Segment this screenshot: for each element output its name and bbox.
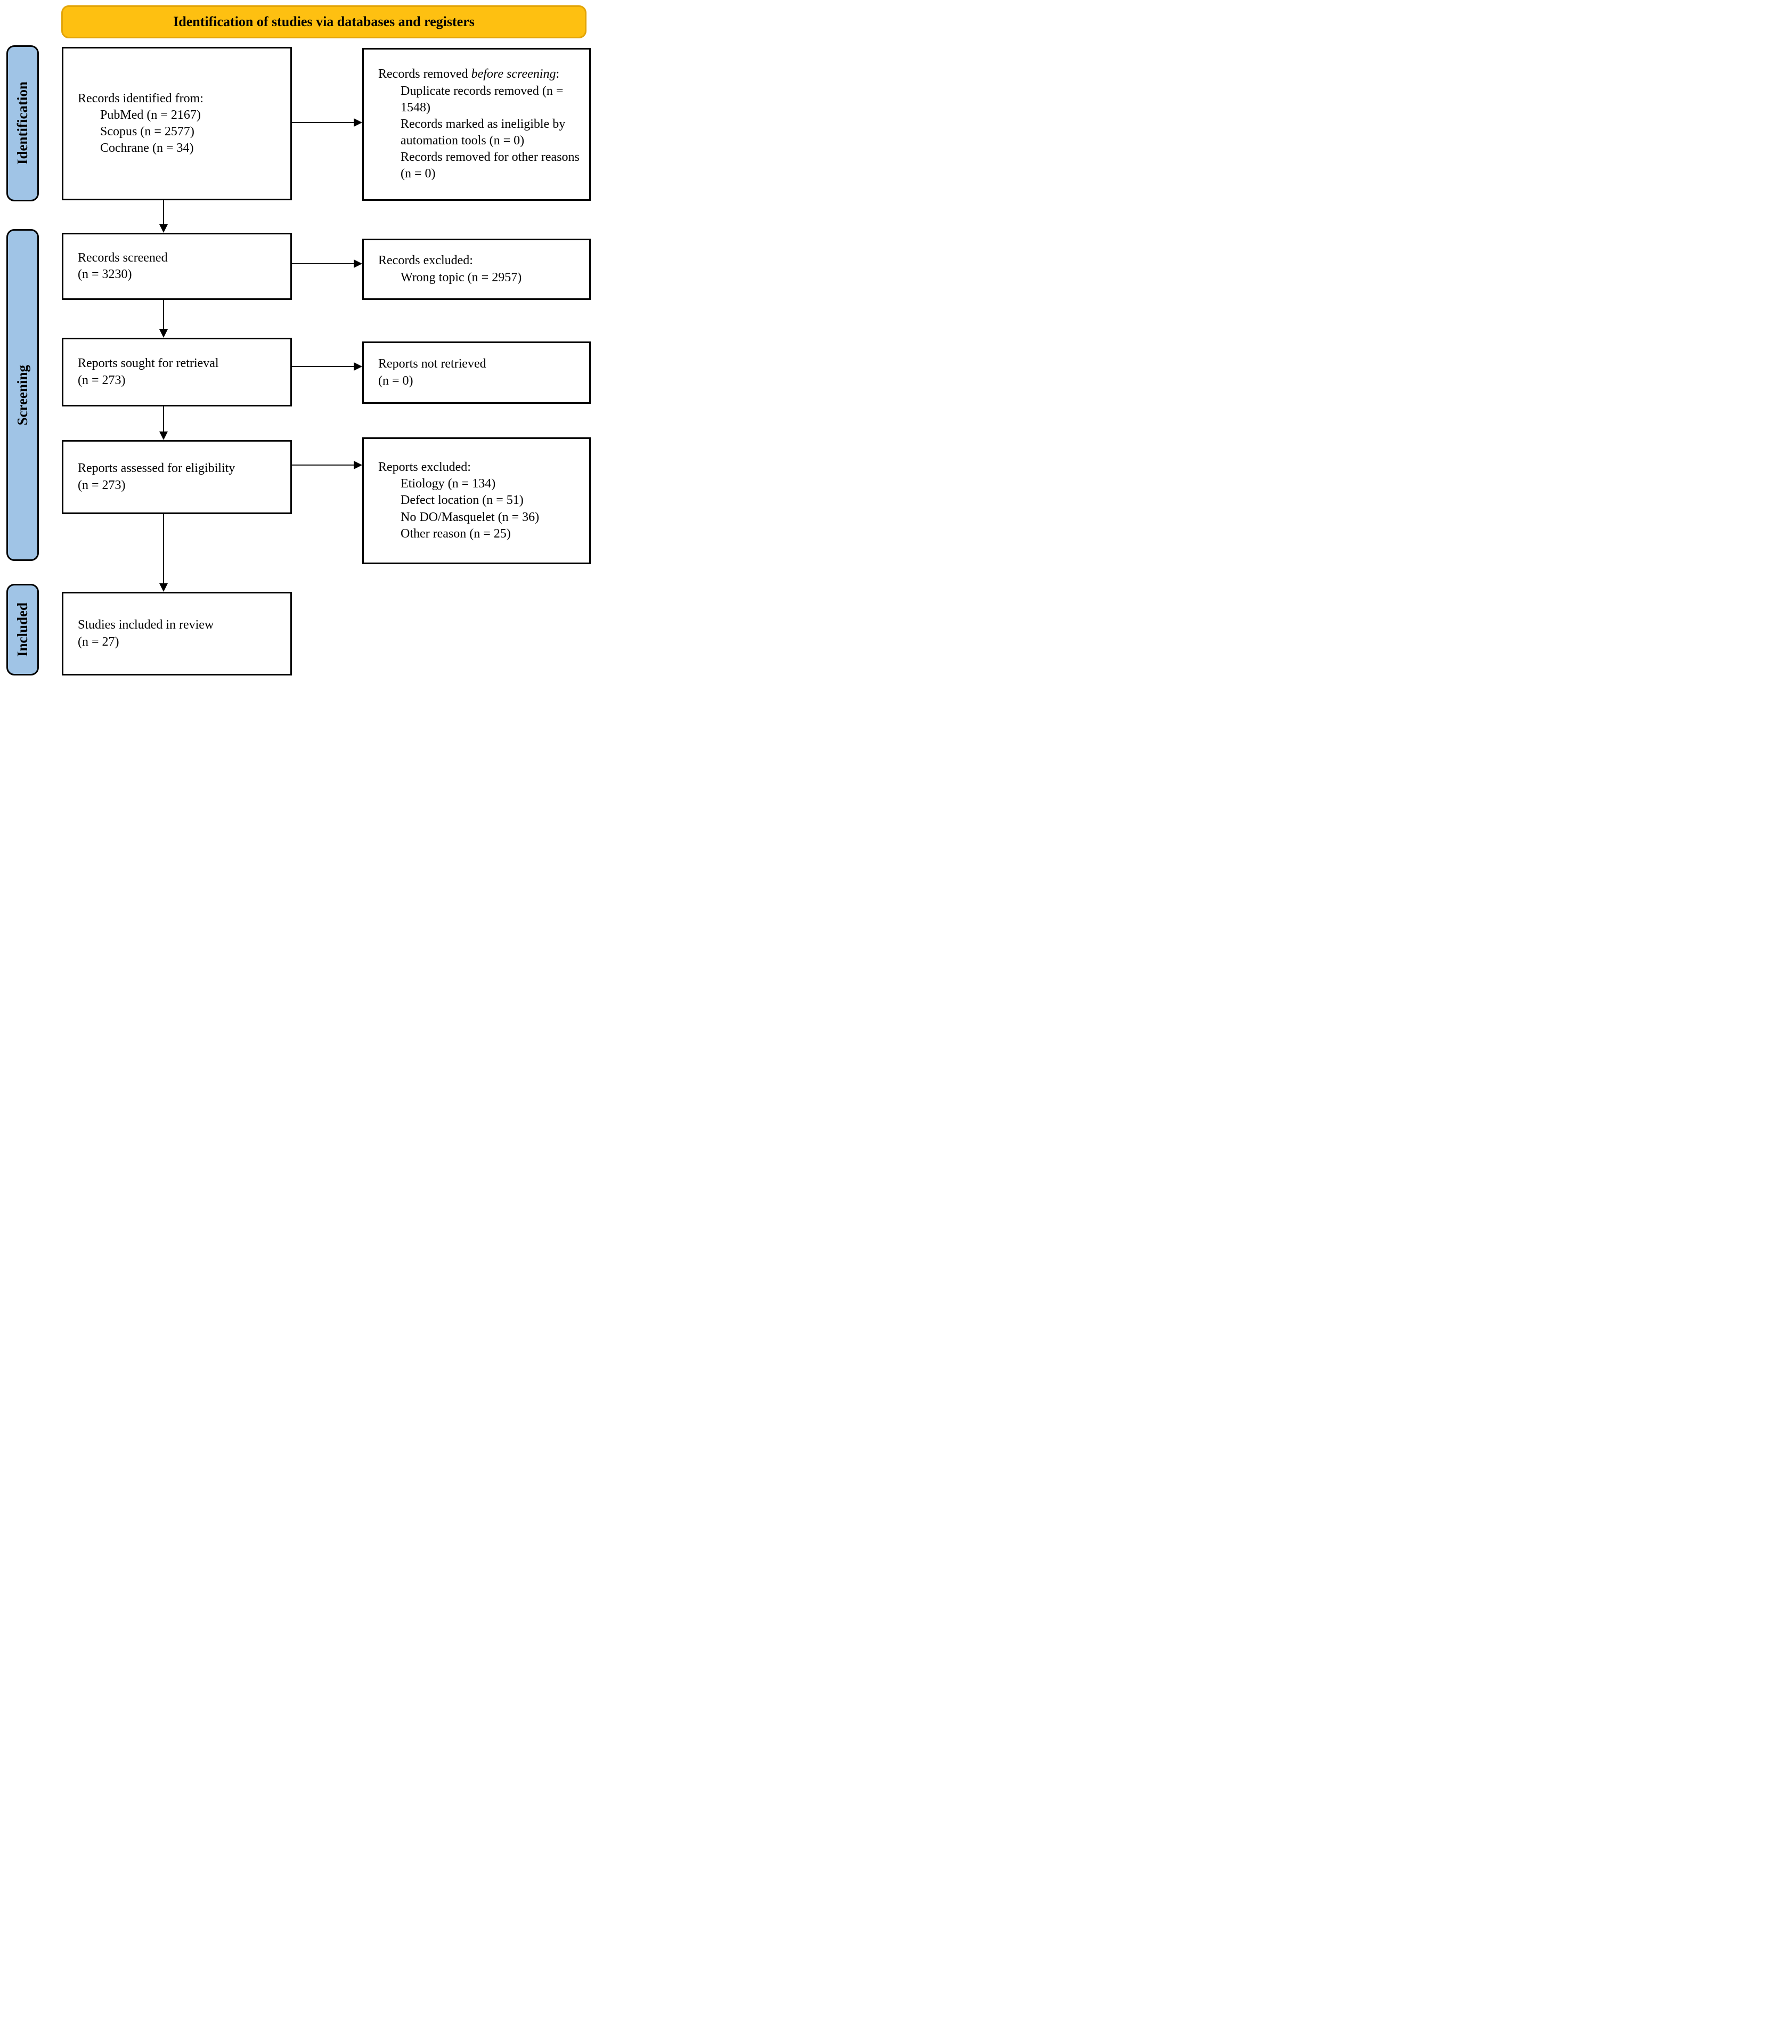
arrow-shaft — [162, 406, 165, 431]
records-removed-item: Records marked as ineligible by automati… — [401, 117, 566, 148]
studies-included-line1: Studies included in review — [78, 618, 214, 632]
records-excluded-title: Records excluded: — [378, 254, 473, 268]
records-identified-title: Records identified from: — [78, 91, 203, 105]
arrow-shaft — [292, 121, 354, 124]
box-records-removed: Records removed before screening: Duplic… — [362, 48, 591, 201]
arrow-shaft — [292, 464, 354, 466]
reports-excluded-item: Defect location (n = 51) — [401, 493, 524, 508]
records-identified-item: Cochrane (n = 34) — [100, 141, 194, 156]
box-reports-not-retrieved: Reports not retrieved (n = 0) — [362, 341, 591, 404]
reports-sought-line2: (n = 273) — [78, 373, 126, 387]
records-identified-item: Scopus (n = 2577) — [100, 125, 194, 139]
arrow-head-right-icon — [354, 118, 362, 127]
arrow-assessed-to-reports-excluded — [292, 460, 362, 470]
stage-included-label: Included — [14, 602, 30, 657]
reports-not-retrieved-line1: Reports not retrieved — [378, 357, 486, 371]
records-screened-line2: (n = 3230) — [78, 267, 132, 281]
records-removed-item: Duplicate records removed (n = 1548) — [401, 84, 564, 115]
records-removed-title-prefix: Records removed — [378, 67, 471, 82]
arrow-head-right-icon — [354, 259, 362, 268]
reports-assessed-line2: (n = 273) — [78, 478, 126, 492]
records-removed-title-italic: before screening — [471, 67, 556, 82]
stage-screening: Screening — [6, 229, 39, 561]
banner: Identification of studies via databases … — [61, 5, 587, 38]
records-removed-item: Records removed for other reasons (n = 0… — [401, 150, 580, 181]
stage-included: Included — [6, 584, 39, 675]
arrow-shaft — [162, 514, 165, 583]
arrow-screened-to-excluded — [292, 259, 362, 268]
arrow-head-down-icon — [159, 329, 168, 338]
prisma-flow-diagram: Identification of studies via databases … — [0, 0, 598, 687]
box-records-identified: Records identified from: PubMed (n = 216… — [62, 47, 292, 200]
records-identified-item: PubMed (n = 2167) — [100, 108, 201, 122]
stage-screening-label: Screening — [14, 364, 30, 426]
records-screened-line1: Records screened — [78, 250, 168, 265]
stage-identification-label: Identification — [14, 82, 30, 165]
arrow-shaft — [292, 365, 354, 368]
arrow-head-right-icon — [354, 362, 362, 371]
arrow-head-down-icon — [159, 431, 168, 440]
records-excluded-item: Wrong topic (n = 2957) — [401, 270, 522, 284]
box-reports-assessed: Reports assessed for eligibility (n = 27… — [62, 440, 292, 514]
box-records-excluded: Records excluded: Wrong topic (n = 2957) — [362, 239, 591, 300]
arrow-head-down-icon — [159, 224, 168, 233]
reports-not-retrieved-line2: (n = 0) — [378, 373, 413, 388]
records-removed-title: Records removed before screening: — [378, 66, 582, 83]
reports-excluded-item: No DO/Masquelet (n = 36) — [401, 510, 540, 524]
arrow-shaft — [162, 300, 165, 329]
reports-excluded-title: Reports excluded: — [378, 460, 471, 475]
banner-title: Identification of studies via databases … — [173, 14, 475, 29]
arrow-identified-to-removed — [292, 118, 362, 127]
arrow-shaft — [292, 263, 354, 265]
arrow-sought-to-not-retrieved — [292, 362, 362, 371]
reports-excluded-item: Etiology (n = 134) — [401, 477, 496, 491]
box-reports-sought: Reports sought for retrieval (n = 273) — [62, 338, 292, 406]
box-reports-excluded: Reports excluded: Etiology (n = 134) Def… — [362, 437, 591, 564]
arrow-screened-to-sought — [159, 300, 168, 338]
records-removed-title-suffix: : — [556, 67, 560, 82]
reports-sought-line1: Reports sought for retrieval — [78, 356, 219, 371]
arrow-sought-to-assessed — [159, 406, 168, 440]
stage-identification: Identification — [6, 45, 39, 201]
arrow-head-down-icon — [159, 583, 168, 592]
studies-included-line2: (n = 27) — [78, 634, 119, 649]
arrow-shaft — [162, 200, 165, 224]
box-records-screened: Records screened (n = 3230) — [62, 233, 292, 300]
reports-assessed-line1: Reports assessed for eligibility — [78, 461, 235, 476]
arrow-head-right-icon — [354, 461, 362, 469]
reports-excluded-item: Other reason (n = 25) — [401, 526, 511, 541]
arrow-assessed-to-included — [159, 514, 168, 592]
arrow-identified-to-screened — [159, 200, 168, 233]
box-studies-included: Studies included in review (n = 27) — [62, 592, 292, 675]
